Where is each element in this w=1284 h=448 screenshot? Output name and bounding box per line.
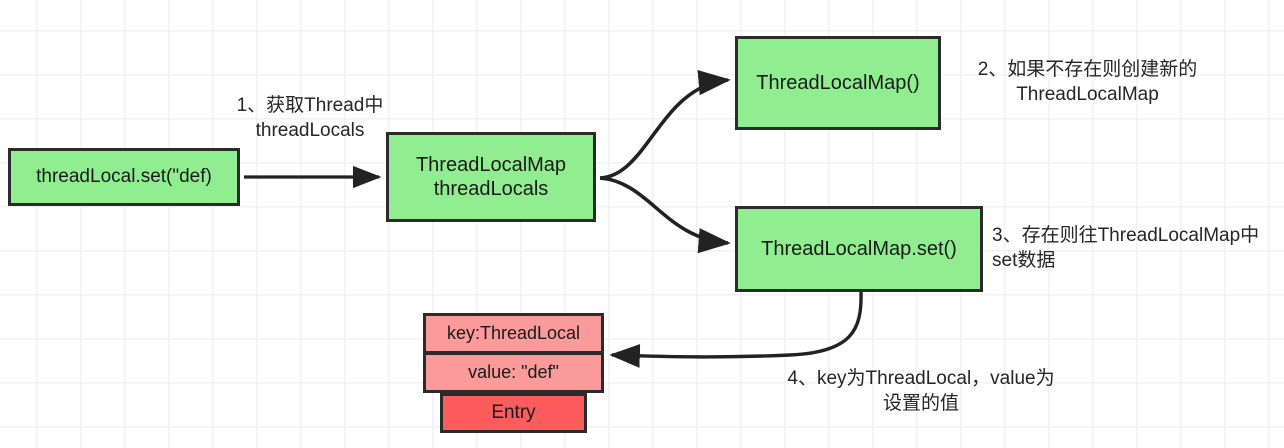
node-threadlocalmap-threadlocals-label: ThreadLocalMap threadLocals bbox=[415, 153, 567, 200]
node-entry-value-label: value: "def" bbox=[468, 361, 559, 382]
node-entry-key-label: key:ThreadLocal bbox=[446, 322, 581, 343]
node-threadlocalmap-constructor[interactable]: ThreadLocalMap() bbox=[735, 36, 941, 130]
node-entry-key[interactable]: key:ThreadLocal bbox=[423, 313, 604, 353]
node-entry-title[interactable]: Entry bbox=[440, 393, 587, 433]
node-threadlocalmap-constructor-label: ThreadLocalMap() bbox=[756, 71, 920, 94]
node-threadlocalmap-set[interactable]: ThreadLocalMap.set() bbox=[735, 206, 983, 292]
node-threadlocal-set[interactable]: threadLocal.set("def) bbox=[8, 148, 240, 206]
annotation-step-2: 2、如果不存在则创建新的 ThreadLocalMap bbox=[977, 59, 1198, 105]
annotation-step-3: 3、存在则往ThreadLocalMap中 set数据 bbox=[992, 225, 1260, 271]
arrow-threadlocals-to-new-map bbox=[599, 70, 731, 180]
node-threadlocalmap-set-label: ThreadLocalMap.set() bbox=[761, 237, 957, 260]
node-threadlocalmap-threadlocals[interactable]: ThreadLocalMap threadLocals bbox=[386, 132, 596, 222]
annotation-step-4: 4、key为ThreadLocal，value为 设置的值 bbox=[787, 368, 1055, 414]
arrow-threadlocals-to-map-set bbox=[599, 176, 731, 254]
node-entry-value[interactable]: value: "def" bbox=[423, 353, 604, 393]
node-threadlocal-set-label: threadLocal.set("def) bbox=[36, 166, 212, 188]
annotation-step-1: 1、获取Thread中 threadLocals bbox=[236, 95, 384, 141]
arrow-map-set-to-entry bbox=[609, 291, 863, 368]
node-entry-title-label: Entry bbox=[491, 402, 536, 424]
